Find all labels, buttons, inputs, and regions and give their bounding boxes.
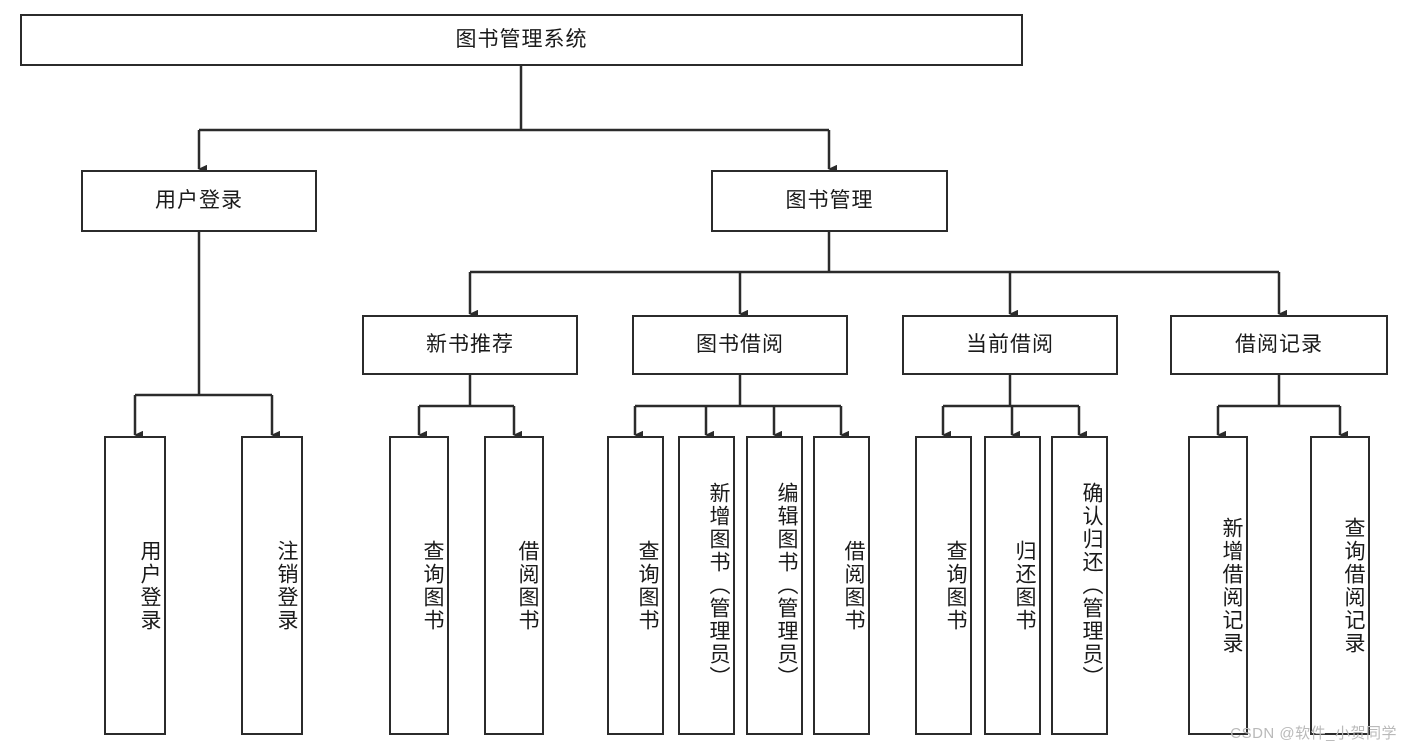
node-root[interactable]: 图书管理系统 xyxy=(20,14,1023,66)
node-leaf-9[interactable]: 归还图书 xyxy=(984,436,1041,735)
node-label: 图书管理 xyxy=(785,189,874,213)
node-label: 当前借阅 xyxy=(966,333,1054,357)
node-label: 新增借阅记录 xyxy=(1220,516,1243,655)
csdn-watermark: CSDN @软件_小贺同学 xyxy=(1230,725,1397,742)
node-label: 注销登录 xyxy=(275,539,298,632)
node-level3-0[interactable]: 新书推荐 xyxy=(362,315,578,375)
node-level3-2[interactable]: 当前借阅 xyxy=(902,315,1118,375)
node-leaf-3[interactable]: 借阅图书 xyxy=(484,436,544,735)
node-label: 归还图书 xyxy=(1013,539,1036,632)
node-leaf-12[interactable]: 查询借阅记录 xyxy=(1310,436,1370,735)
node-label: 查询图书 xyxy=(944,539,967,632)
node-label: 新增图书（管理员） xyxy=(707,482,730,689)
node-leaf-5[interactable]: 新增图书（管理员） xyxy=(678,436,735,735)
node-label: 确认归还（管理员） xyxy=(1080,482,1103,689)
node-label: 用户登录 xyxy=(155,189,243,213)
node-leaf-4[interactable]: 查询图书 xyxy=(607,436,664,735)
node-level3-3[interactable]: 借阅记录 xyxy=(1170,315,1388,375)
node-label: 查询图书 xyxy=(421,539,444,632)
node-label: 查询图书 xyxy=(636,539,659,632)
node-leaf-0[interactable]: 用户登录 xyxy=(104,436,166,735)
node-label: 用户登录 xyxy=(138,539,161,632)
node-label: 借阅记录 xyxy=(1235,333,1323,357)
node-label: 新书推荐 xyxy=(426,333,514,357)
node-label: 查询借阅记录 xyxy=(1342,516,1365,655)
node-leaf-8[interactable]: 查询图书 xyxy=(915,436,972,735)
node-label: 借阅图书 xyxy=(516,539,539,632)
node-leaf-10[interactable]: 确认归还（管理员） xyxy=(1051,436,1108,735)
node-level2-0[interactable]: 用户登录 xyxy=(81,170,317,232)
node-leaf-7[interactable]: 借阅图书 xyxy=(813,436,870,735)
node-label: 图书管理系统 xyxy=(455,28,588,52)
node-level3-1[interactable]: 图书借阅 xyxy=(632,315,848,375)
node-leaf-2[interactable]: 查询图书 xyxy=(389,436,449,735)
node-label: 图书借阅 xyxy=(696,333,784,357)
node-label: 借阅图书 xyxy=(842,539,865,632)
node-level2-1[interactable]: 图书管理 xyxy=(711,170,948,232)
node-leaf-1[interactable]: 注销登录 xyxy=(241,436,303,735)
node-leaf-11[interactable]: 新增借阅记录 xyxy=(1188,436,1248,735)
node-label: 编辑图书（管理员） xyxy=(775,482,798,689)
node-leaf-6[interactable]: 编辑图书（管理员） xyxy=(746,436,803,735)
